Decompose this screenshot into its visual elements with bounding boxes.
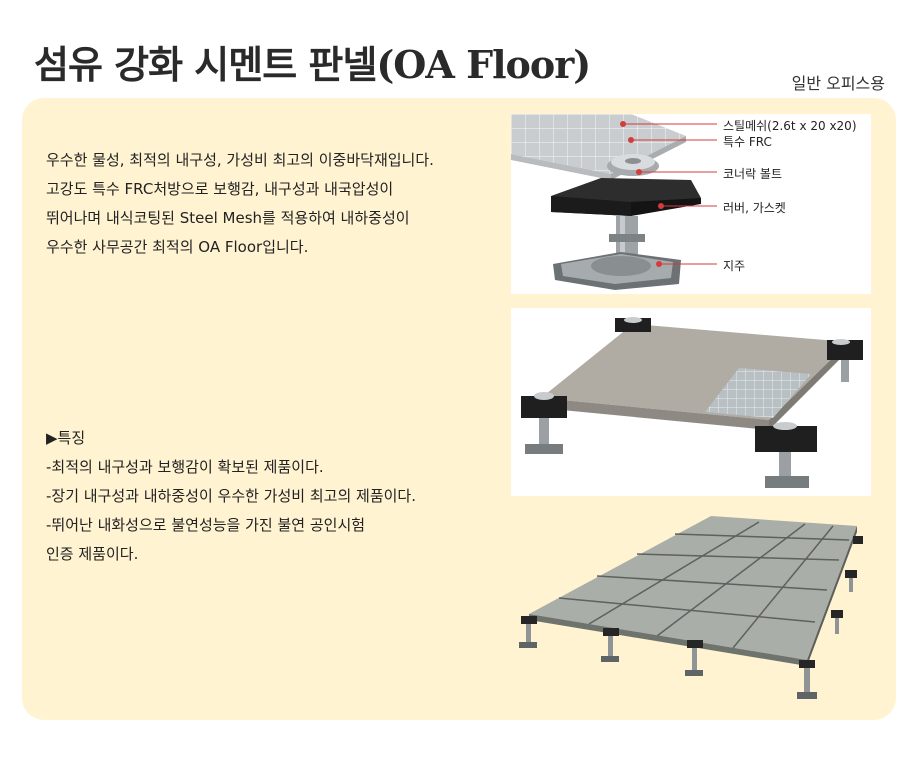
intro-line: 고강도 특수 FRC처방으로 보행감, 내구성과 내국압성이 [46,180,394,198]
page-subtitle: 일반 오피스용 [791,74,885,93]
panel-assembly-illustration [521,317,863,488]
floor-installation-illustration [519,516,863,699]
features-heading: ▶특징 [46,429,86,447]
pedestal-detail-illustration [511,114,871,294]
callout-pedestal: 지주 [723,259,746,273]
intro-text: 우수한 물성, 최적의 내구성, 가성비 최고의 이중바닥재입니다. 고강도 특… [46,146,506,262]
feature-item: 인증 제품이다. [46,545,139,563]
floor-installation-image [511,510,873,710]
page-title: 섬유 강화 시멘트 판넬(OA Floor) [34,42,591,87]
pedestal-detail-image: 스틸메쉬(2.6t x 20 x20) 특수 FRC 코너락 볼트 러버, 가스… [511,114,871,294]
content-panel: 우수한 물성, 최적의 내구성, 가성비 최고의 이중바닥재입니다. 고강도 특… [22,98,896,720]
callout-frc: 특수 FRC [723,135,772,149]
callout-corner-bolt: 코너락 볼트 [723,167,783,181]
intro-line: 우수한 물성, 최적의 내구성, 가성비 최고의 이중바닥재입니다. [46,151,434,169]
intro-line: 뛰어나며 내식코팅된 Steel Mesh를 적용하여 내하중성이 [46,209,410,227]
feature-item: -장기 내구성과 내하중성이 우수한 가성비 최고의 제품이다. [46,487,416,505]
callout-rubber-gasket: 러버, 가스켓 [723,201,786,215]
feature-item: -뛰어난 내화성으로 불연성능을 가진 불연 공인시험 [46,516,366,534]
intro-line: 우수한 사무공간 최적의 OA Floor입니다. [46,238,309,256]
callout-steel-mesh: 스틸메쉬(2.6t x 20 x20) [723,119,857,133]
panel-assembly-image [511,308,871,496]
feature-item: -최적의 내구성과 보행감이 확보된 제품이다. [46,458,324,476]
features-section: ▶특징 -최적의 내구성과 보행감이 확보된 제품이다. -장기 내구성과 내하… [46,424,506,569]
